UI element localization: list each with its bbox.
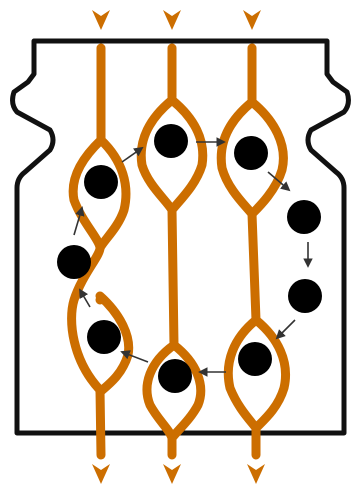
top-arrowheads: [92, 10, 261, 30]
top-arrowhead-left: [92, 10, 110, 30]
top-arrowhead-middle: [163, 10, 181, 30]
ball: [154, 124, 188, 158]
strand-middle: [141, 48, 203, 455]
ball: [287, 200, 321, 234]
bottom-arrowhead-right: [247, 464, 265, 484]
bottom-arrowheads: [92, 464, 265, 484]
ball: [238, 342, 272, 376]
ball: [84, 165, 118, 199]
ball: [57, 245, 91, 279]
flow-arrow: [277, 320, 295, 338]
strand-right: [221, 48, 285, 455]
bottom-arrowhead-middle: [163, 464, 181, 484]
flow-arrow: [80, 290, 90, 307]
ball: [158, 359, 192, 393]
strand-right-path: [221, 48, 256, 455]
ball: [234, 136, 268, 170]
strand-middle-path: [141, 48, 174, 455]
ball: [288, 279, 322, 313]
top-arrowhead-right: [243, 10, 261, 30]
ball: [87, 320, 121, 354]
bottom-arrowhead-left: [92, 464, 110, 484]
